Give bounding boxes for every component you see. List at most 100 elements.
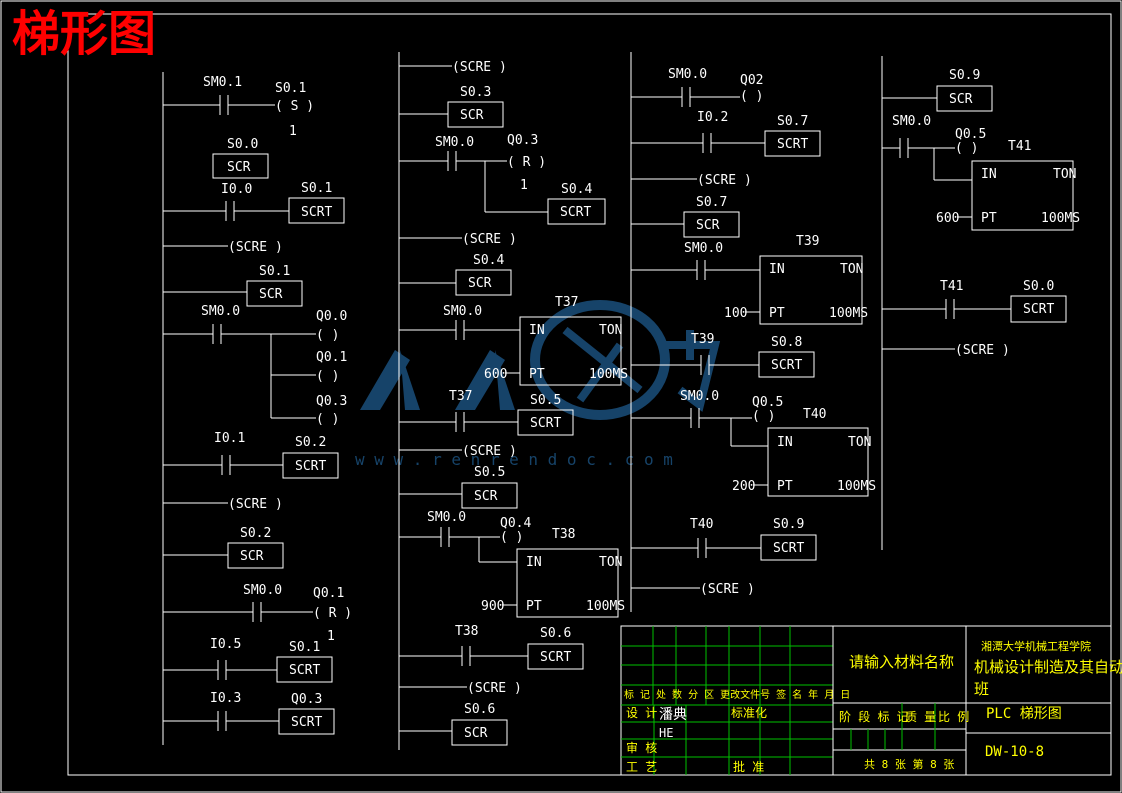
svg-text:T39: T39 — [796, 234, 819, 249]
svg-text:(SCRE ): (SCRE ) — [228, 497, 283, 512]
svg-text:Q0.3: Q0.3 — [291, 692, 322, 707]
svg-text:S0.6: S0.6 — [464, 702, 495, 717]
svg-text:( ): ( ) — [316, 328, 339, 343]
svg-text:SM0.0: SM0.0 — [892, 114, 931, 129]
svg-text:100MS: 100MS — [589, 367, 628, 382]
timer-t41 — [971, 160, 1074, 231]
svg-text:TON: TON — [599, 555, 622, 570]
svg-text:HE: HE — [659, 726, 673, 740]
svg-text:IN: IN — [769, 262, 785, 277]
svg-text:Q0.5: Q0.5 — [752, 395, 783, 410]
contact-sm01: SM0.1 — [203, 75, 242, 90]
svg-text:100MS: 100MS — [1041, 211, 1080, 226]
major-name: 机械设计制造及其自动化 — [974, 658, 1122, 676]
watermark-logo: w w w . r e n r e n d o c . c o m — [355, 300, 721, 469]
drawing-number: DW-10-8 — [985, 744, 1044, 760]
ladder-column-2: (SCRE ) S0.3 SCR S0.3 SM0.0 Q0.3 ( R ) 1… — [398, 52, 628, 750]
svg-text:( ): ( ) — [752, 409, 775, 424]
svg-text:( ): ( ) — [316, 369, 339, 384]
svg-text:(SCRE ): (SCRE ) — [452, 60, 507, 75]
svg-text:Q0.5: Q0.5 — [955, 127, 986, 142]
scrt-s01 — [288, 197, 345, 224]
timer-t38 — [516, 548, 619, 618]
svg-text:S0.5: S0.5 — [474, 465, 505, 480]
svg-text:S0.6: S0.6 — [540, 626, 571, 641]
material-name: 请输入材料名称 — [849, 653, 954, 671]
svg-text:( ): ( ) — [740, 89, 763, 104]
ladder-column-1: SM0.1 ( S ) S0.1 1 SCR S0.0 I0.0 SCRT S0… — [162, 72, 352, 745]
ladder-column-4: SCR S0.9 SM0.0 Q0.5 ( ) T41 IN TON PT 10… — [881, 56, 1080, 550]
svg-text:( ): ( ) — [316, 412, 339, 427]
svg-text:(SCRE ): (SCRE ) — [228, 240, 283, 255]
svg-text:比 例: 比 例 — [938, 710, 969, 724]
svg-text:SM0.0: SM0.0 — [668, 67, 707, 82]
svg-text:1: 1 — [289, 124, 297, 139]
svg-text:SCR: SCR — [468, 276, 492, 291]
svg-text:S0.4: S0.4 — [473, 253, 504, 268]
svg-text:SCR: SCR — [696, 218, 720, 233]
svg-text:1: 1 — [327, 629, 335, 644]
svg-text:S0.7: S0.7 — [777, 114, 808, 129]
svg-text:T39: T39 — [691, 332, 714, 347]
svg-text:SCR: SCR — [227, 160, 251, 175]
svg-text:S0.1: S0.1 — [301, 181, 332, 196]
svg-text:( ): ( ) — [500, 530, 523, 545]
svg-text:SCR: SCR — [949, 92, 973, 107]
sheet-count: 共 8 张 第 8 张 — [864, 757, 954, 771]
svg-text:100MS: 100MS — [586, 599, 625, 614]
svg-text:Q0.1: Q0.1 — [313, 586, 344, 601]
svg-text:T41: T41 — [940, 279, 963, 294]
svg-text:SCRT: SCRT — [289, 663, 320, 678]
svg-text:S0.0: S0.0 — [227, 137, 258, 152]
svg-text:S0.0: S0.0 — [1023, 279, 1054, 294]
school-name: 湘潭大学机械工程学院 — [981, 639, 1091, 653]
svg-text:PT: PT — [769, 306, 785, 321]
svg-text:T37: T37 — [555, 295, 578, 310]
svg-text:SCRT: SCRT — [540, 650, 571, 665]
designer-name: 潘典 — [659, 707, 687, 723]
svg-text:审 核: 审 核 — [626, 740, 657, 755]
svg-text:Q0.4: Q0.4 — [500, 516, 531, 531]
scr-s00 — [212, 153, 269, 179]
svg-text:600: 600 — [484, 367, 507, 382]
svg-text:SCR: SCR — [460, 108, 484, 123]
svg-text:标准化: 标准化 — [731, 706, 767, 720]
svg-text:T38: T38 — [455, 624, 478, 639]
svg-text:S0.5: S0.5 — [530, 393, 561, 408]
svg-text:Q0.0: Q0.0 — [316, 309, 347, 324]
svg-text:(SCRE ): (SCRE ) — [955, 343, 1010, 358]
svg-text:S0.1: S0.1 — [289, 640, 320, 655]
svg-text:T40: T40 — [803, 407, 826, 422]
svg-text:班: 班 — [974, 680, 989, 698]
svg-text:PT: PT — [526, 599, 542, 614]
svg-text:600: 600 — [936, 211, 959, 226]
svg-text:200: 200 — [732, 479, 755, 494]
svg-text:IN: IN — [981, 167, 997, 182]
svg-text:SCRT: SCRT — [560, 205, 591, 220]
svg-text:IN: IN — [526, 555, 542, 570]
svg-text:( ): ( ) — [955, 141, 978, 156]
svg-text:PT: PT — [981, 211, 997, 226]
svg-text:I0.1: I0.1 — [214, 431, 245, 446]
svg-text:PT: PT — [777, 479, 793, 494]
svg-text:Q0.1: Q0.1 — [316, 350, 347, 365]
svg-text:SCRT: SCRT — [291, 715, 322, 730]
svg-text:S0.2: S0.2 — [295, 435, 326, 450]
svg-text:SCR: SCR — [240, 549, 264, 564]
svg-text:SM0.0: SM0.0 — [680, 389, 719, 404]
svg-text:T38: T38 — [552, 527, 575, 542]
svg-text:SM0.0: SM0.0 — [243, 583, 282, 598]
timer-t39 — [759, 255, 863, 325]
svg-text:TON: TON — [848, 435, 871, 450]
svg-text:SM0.0: SM0.0 — [201, 304, 240, 319]
revision-headers: 标 记 处 数 分 区 更改文件号 签 名 年 月 日 — [624, 688, 850, 701]
timer-t37 — [519, 316, 622, 386]
svg-text:工 艺: 工 艺 — [626, 760, 657, 774]
svg-text:SCRT: SCRT — [301, 205, 332, 220]
svg-text:S0.7: S0.7 — [696, 195, 727, 210]
svg-text:S0.9: S0.9 — [949, 68, 980, 83]
coil-set: ( S ) — [275, 99, 314, 114]
svg-text:Q0.3: Q0.3 — [507, 133, 538, 148]
